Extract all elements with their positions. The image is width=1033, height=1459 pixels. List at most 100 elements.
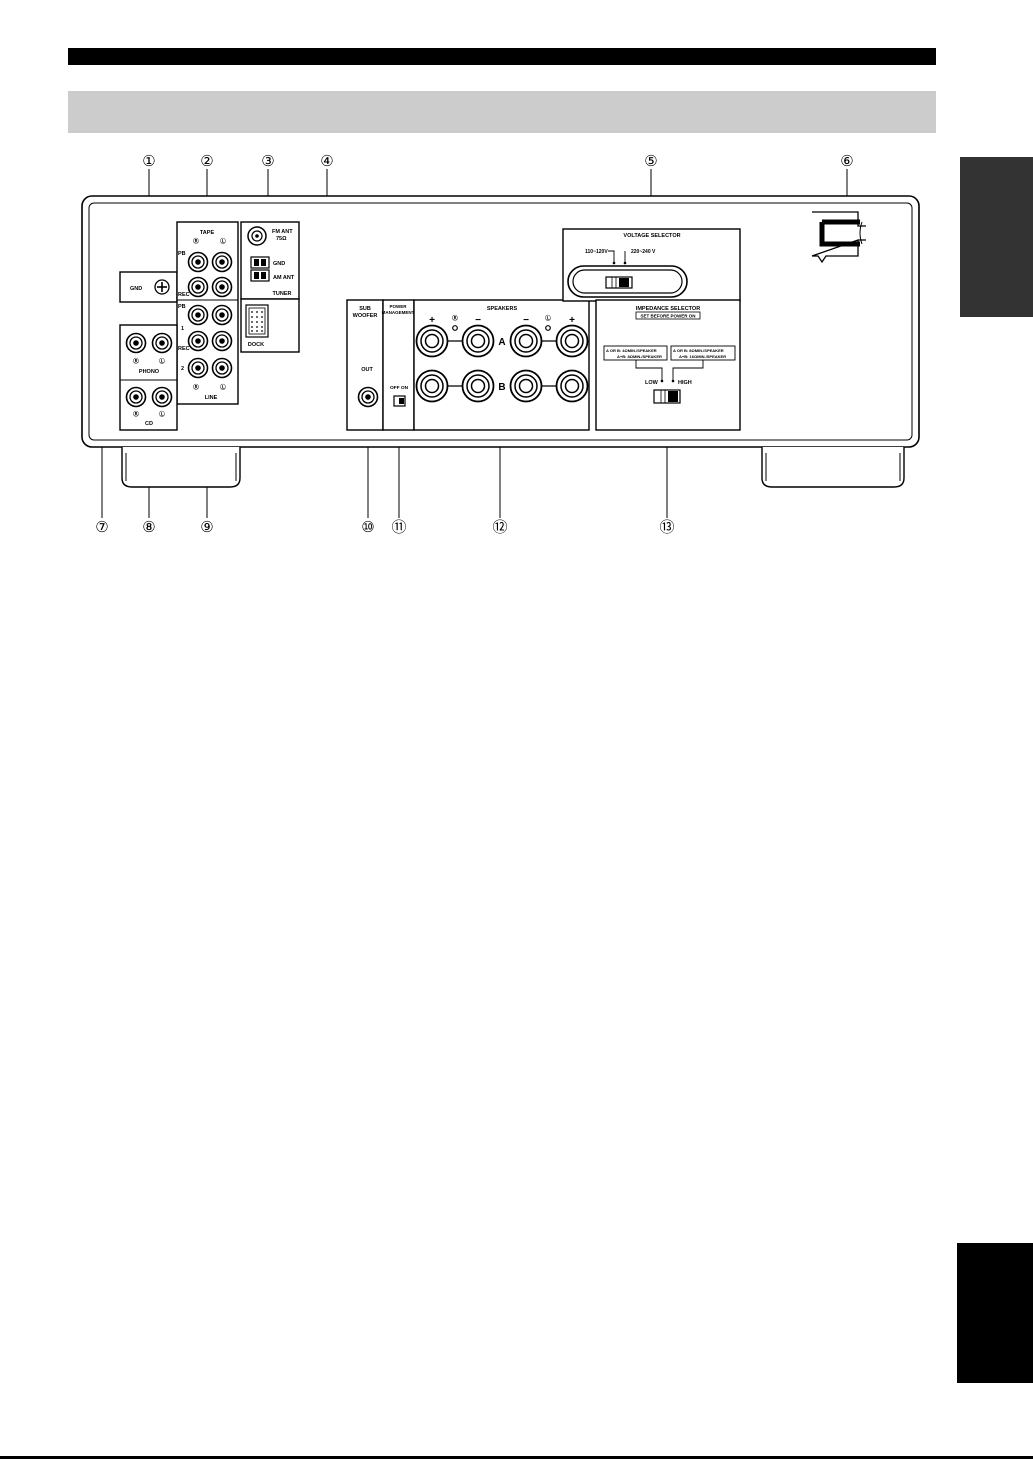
voltage-selector-switch bbox=[605, 276, 633, 289]
svg-text:Ⓡ: Ⓡ bbox=[133, 410, 139, 418]
svg-text:HIGH: HIGH bbox=[678, 380, 692, 386]
tape-line-block: TAPE Ⓡ Ⓛ PB REC PB 1 REC 2 Ⓡ Ⓛ LINE bbox=[176, 221, 239, 405]
svg-text:A+B: 16ΩMIN./SPEAKER: A+B: 16ΩMIN./SPEAKER bbox=[679, 354, 726, 359]
speaker-b-r-minus-post bbox=[461, 369, 495, 403]
phono-label: PHONO bbox=[139, 369, 160, 375]
speaker-a-r-plus-post bbox=[415, 324, 449, 358]
svg-text:75Ω: 75Ω bbox=[276, 236, 287, 242]
callout-4: ④ bbox=[320, 153, 333, 170]
voltage-selector-block: VOLTAGE SELECTOR 110~120V 220~240 V bbox=[562, 228, 741, 302]
callout-7: ⑦ bbox=[95, 519, 108, 536]
svg-text:SET BEFORE POWER ON: SET BEFORE POWER ON bbox=[640, 314, 695, 319]
cd-label: CD bbox=[145, 421, 153, 427]
line2-l-jack bbox=[211, 357, 233, 379]
svg-text:AM ANT: AM ANT bbox=[273, 275, 295, 281]
speakers-label: SPEAKERS bbox=[487, 306, 518, 312]
svg-text:GND: GND bbox=[273, 261, 285, 267]
line-label: LINE bbox=[205, 395, 218, 401]
svg-text:A OR B: 8ΩMIN./SPEAKER: A OR B: 8ΩMIN./SPEAKER bbox=[673, 348, 724, 353]
tuner-block: FM ANT 75Ω GND AM ANT TUNER bbox=[240, 221, 300, 300]
power-management-block: POWER MANAGEMENT OFF ON bbox=[382, 299, 415, 431]
svg-text:−: − bbox=[523, 315, 529, 326]
speaker-a-r-minus-post bbox=[461, 324, 495, 358]
line1-pb-r-jack bbox=[187, 304, 209, 326]
impedance-selector-block: IMPEDANCE SELECTOR SET BEFORE POWER ON A… bbox=[595, 299, 741, 431]
voltage-selector-label: VOLTAGE SELECTOR bbox=[623, 233, 680, 239]
svg-text:WOOFER: WOOFER bbox=[353, 313, 378, 319]
speaker-b-l-minus-post bbox=[509, 369, 543, 403]
speakers-a-label: A bbox=[498, 337, 505, 348]
svg-text:SUB: SUB bbox=[359, 306, 371, 312]
tape-rec-r-jack bbox=[187, 276, 209, 298]
svg-text:GND: GND bbox=[130, 286, 142, 292]
svg-text:FM ANT: FM ANT bbox=[272, 229, 293, 235]
svg-text:1: 1 bbox=[181, 326, 184, 332]
rear-panel-diagram: ① ② ③ ④ ⑤ ⑥ ⑦ ⑧ ⑨ ⑩ ⑪ ⑫ ⑬ bbox=[81, 153, 920, 536]
callout-13: ⑬ bbox=[659, 519, 674, 536]
svg-text:Ⓡ: Ⓡ bbox=[452, 314, 458, 322]
svg-text:Ⓛ: Ⓛ bbox=[159, 410, 165, 418]
callout-3: ③ bbox=[261, 153, 274, 170]
svg-text:PB: PB bbox=[178, 304, 186, 310]
subwoofer-block: SUB WOOFER OUT bbox=[346, 299, 384, 431]
svg-text:A+B: 8ΩMIN./SPEAKER: A+B: 8ΩMIN./SPEAKER bbox=[617, 354, 662, 359]
tape-label: TAPE bbox=[200, 230, 215, 236]
line1-rec-l-jack bbox=[211, 330, 233, 352]
callout-8: ⑧ bbox=[142, 519, 155, 536]
subwoofer-out-jack bbox=[357, 386, 379, 408]
callout-9: ⑨ bbox=[200, 519, 213, 536]
tuner-label: TUNER bbox=[273, 291, 292, 297]
svg-text:Ⓛ: Ⓛ bbox=[220, 383, 226, 391]
gnd-terminal: GND bbox=[119, 271, 178, 303]
svg-text:Ⓡ: Ⓡ bbox=[193, 383, 199, 391]
svg-text:OFF ON: OFF ON bbox=[390, 385, 409, 391]
impedance-selector-switch bbox=[653, 389, 681, 404]
svg-text:Ⓛ: Ⓛ bbox=[545, 314, 551, 322]
svg-text:+: + bbox=[569, 315, 575, 326]
section-heading-band bbox=[68, 91, 936, 133]
line1-pb-l-jack bbox=[211, 304, 233, 326]
speaker-b-l-plus-post bbox=[555, 369, 589, 403]
tape-pb-r-jack bbox=[187, 251, 209, 273]
svg-text:PB: PB bbox=[178, 251, 186, 257]
svg-text:2: 2 bbox=[181, 366, 184, 372]
speaker-a-l-plus-post bbox=[555, 324, 589, 358]
svg-text:MANAGEMENT: MANAGEMENT bbox=[382, 310, 415, 315]
svg-text:Ⓛ: Ⓛ bbox=[220, 237, 226, 245]
callout-6: ⑥ bbox=[840, 153, 853, 170]
speaker-a-l-minus-post bbox=[509, 324, 543, 358]
callout-11: ⑪ bbox=[391, 519, 406, 536]
phono-l-jack bbox=[151, 332, 173, 354]
power-cord-icon bbox=[811, 211, 866, 264]
dock-connector-icon bbox=[245, 304, 269, 338]
am-antenna-terminals bbox=[250, 256, 270, 282]
callout-numbers: ① ② ③ ④ ⑤ ⑥ ⑦ ⑧ ⑨ ⑩ ⑪ ⑫ ⑬ bbox=[95, 153, 853, 536]
speaker-b-r-plus-post bbox=[415, 369, 449, 403]
svg-text:110~120V: 110~120V bbox=[585, 249, 608, 255]
svg-text:LOW: LOW bbox=[645, 380, 659, 386]
top-rule bbox=[68, 48, 936, 65]
callout-12: ⑫ bbox=[492, 519, 507, 536]
side-tab-bottom bbox=[957, 1243, 1033, 1383]
svg-text:Ⓡ: Ⓡ bbox=[133, 357, 139, 365]
svg-text:Ⓛ: Ⓛ bbox=[159, 357, 165, 365]
svg-text:A OR B: 4ΩMIN./SPEAKER: A OR B: 4ΩMIN./SPEAKER bbox=[606, 348, 657, 353]
svg-text:+: + bbox=[429, 315, 435, 326]
svg-text:POWER: POWER bbox=[389, 304, 407, 309]
dock-block: DOCK bbox=[240, 298, 300, 353]
cd-l-jack bbox=[151, 386, 173, 408]
callout-5: ⑤ bbox=[644, 153, 657, 170]
speakers-block: SPEAKERS + Ⓡ − − Ⓛ + A B bbox=[413, 299, 590, 431]
svg-text:220~240 V: 220~240 V bbox=[631, 249, 656, 255]
phono-cd-block: Ⓡ Ⓛ PHONO Ⓡ Ⓛ CD bbox=[119, 324, 178, 431]
tape-rec-l-jack bbox=[211, 276, 233, 298]
line1-rec-r-jack bbox=[187, 330, 209, 352]
impedance-selector-label: IMPEDANCE SELECTOR bbox=[636, 306, 700, 312]
callout-10: ⑩ bbox=[361, 519, 374, 536]
tape-pb-l-jack bbox=[211, 251, 233, 273]
line2-r-jack bbox=[187, 357, 209, 379]
bottom-rule bbox=[0, 1456, 1033, 1459]
phono-r-jack bbox=[125, 332, 147, 354]
svg-text:REC: REC bbox=[178, 346, 190, 352]
speakers-b-label: B bbox=[498, 382, 505, 393]
